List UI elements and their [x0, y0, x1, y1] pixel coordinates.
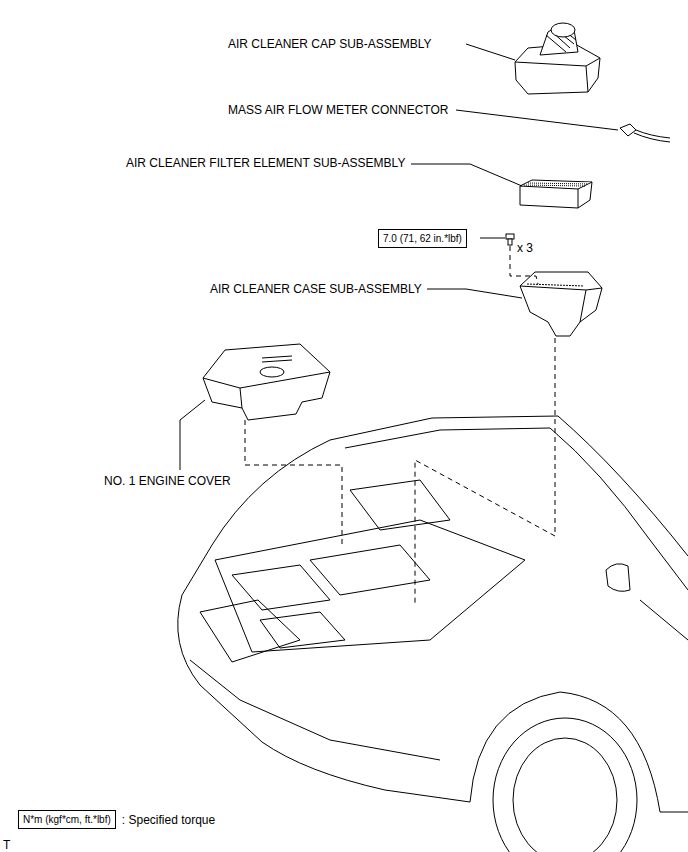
dashed-line — [245, 420, 342, 545]
quantity: x 3 — [517, 241, 533, 255]
maf-connector — [636, 130, 670, 138]
vehicle-body — [660, 812, 688, 813]
vehicle-body — [558, 416, 688, 556]
vehicle-body — [640, 600, 688, 640]
vehicle-body — [650, 540, 688, 590]
part-name: NO. 1 ENGINE COVER — [104, 474, 231, 488]
part-name: AIR CLEANER FILTER ELEMENT SUB-ASSEMBLY — [126, 156, 405, 170]
maf-connector — [620, 124, 670, 142]
vehicle-body — [310, 545, 430, 595]
vehicle-body — [232, 565, 330, 610]
filter-element — [524, 183, 588, 186]
part-name: AIR CLEANER CASE SUB-ASSEMBLY — [210, 282, 422, 296]
torque-box: 7.0 (71, 62 in.*lbf) — [378, 229, 467, 248]
filter-element — [520, 180, 592, 208]
leader-line — [411, 164, 522, 186]
air-cleaner-cap — [515, 23, 600, 94]
leader-line — [180, 400, 205, 470]
node-text: 7.0 (71, 62 in.*lbf) — [383, 233, 462, 244]
air-cleaner-case — [527, 284, 584, 286]
engine-cover — [203, 372, 330, 408]
filter-element — [520, 180, 592, 208]
vehicle-body — [215, 520, 525, 652]
legend-text: : Specified torque — [122, 813, 215, 827]
air-cleaner-case — [520, 286, 602, 322]
filter-element — [520, 182, 592, 208]
maf-connector — [620, 124, 636, 136]
maf-connector — [634, 133, 670, 142]
air-cleaner-cap — [586, 66, 588, 92]
vehicle-wheel — [493, 718, 637, 852]
engine-cover — [262, 356, 292, 362]
vehicle-body — [178, 440, 470, 802]
leader-line — [427, 289, 522, 298]
page-mark: T — [3, 838, 10, 852]
engine-cover — [203, 344, 330, 420]
air-cleaner-case — [520, 272, 602, 336]
vehicle-wheel — [513, 738, 617, 852]
air-cleaner-cap — [515, 58, 600, 66]
part-name: AIR CLEANER CAP SUB-ASSEMBLY — [228, 37, 432, 51]
vehicle-body — [260, 612, 345, 648]
vehicle-body — [606, 564, 630, 592]
leader-line — [180, 44, 618, 470]
bolt — [508, 239, 512, 245]
vehicle-wheel — [493, 718, 637, 852]
vehicle-body — [178, 416, 688, 812]
leader-line — [480, 238, 505, 239]
vehicle-body — [345, 428, 650, 540]
dashed-line — [415, 338, 555, 605]
vehicle-body — [350, 480, 450, 530]
leader-line — [456, 110, 618, 130]
bolt — [506, 234, 514, 245]
engine-cover — [260, 367, 284, 377]
leader-line — [466, 44, 515, 60]
dashed-line — [245, 246, 555, 605]
unit-box: N*m (kgf*cm, ft.*lbf) — [18, 810, 116, 829]
vehicle-body — [190, 660, 440, 760]
node-text: N*m (kgf*cm, ft.*lbf) — [23, 814, 111, 825]
air-cleaner-cap — [551, 23, 575, 37]
air-cleaner-case — [520, 272, 602, 336]
vehicle-body — [470, 692, 660, 812]
engine-cover — [203, 344, 330, 420]
bolt — [506, 234, 514, 239]
part-name: MASS AIR FLOW METER CONNECTOR — [228, 103, 448, 117]
vehicle-body — [200, 600, 300, 662]
